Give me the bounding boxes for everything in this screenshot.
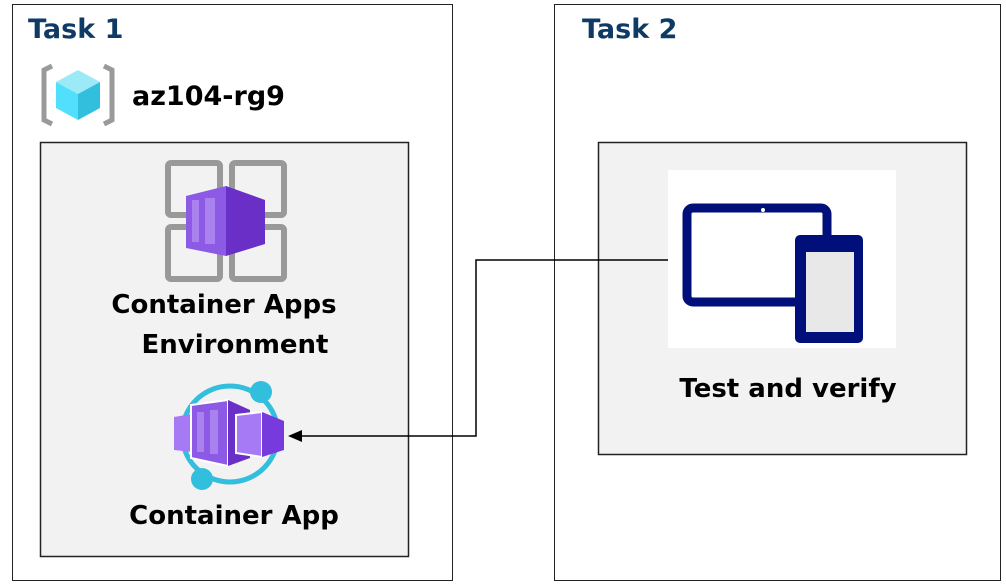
environment-label-line2: Environment [141, 330, 329, 360]
container-app-icon [174, 381, 284, 490]
environment-label-line1: Container Apps [111, 290, 337, 320]
task2-box [554, 4, 1001, 581]
task1-box [12, 4, 453, 581]
task1-title: Task 1 [28, 14, 124, 45]
test-verify-label: Test and verify [679, 374, 897, 404]
devices-icon [682, 203, 863, 343]
task2-title: Task 2 [582, 14, 678, 45]
resource-group-name: az104-rg9 [132, 81, 285, 112]
container-apps-environment-icon [165, 160, 287, 282]
resource-group-icon [41, 63, 115, 127]
connector-arrow [288, 259, 668, 442]
container-app-label: Container App [129, 501, 339, 531]
